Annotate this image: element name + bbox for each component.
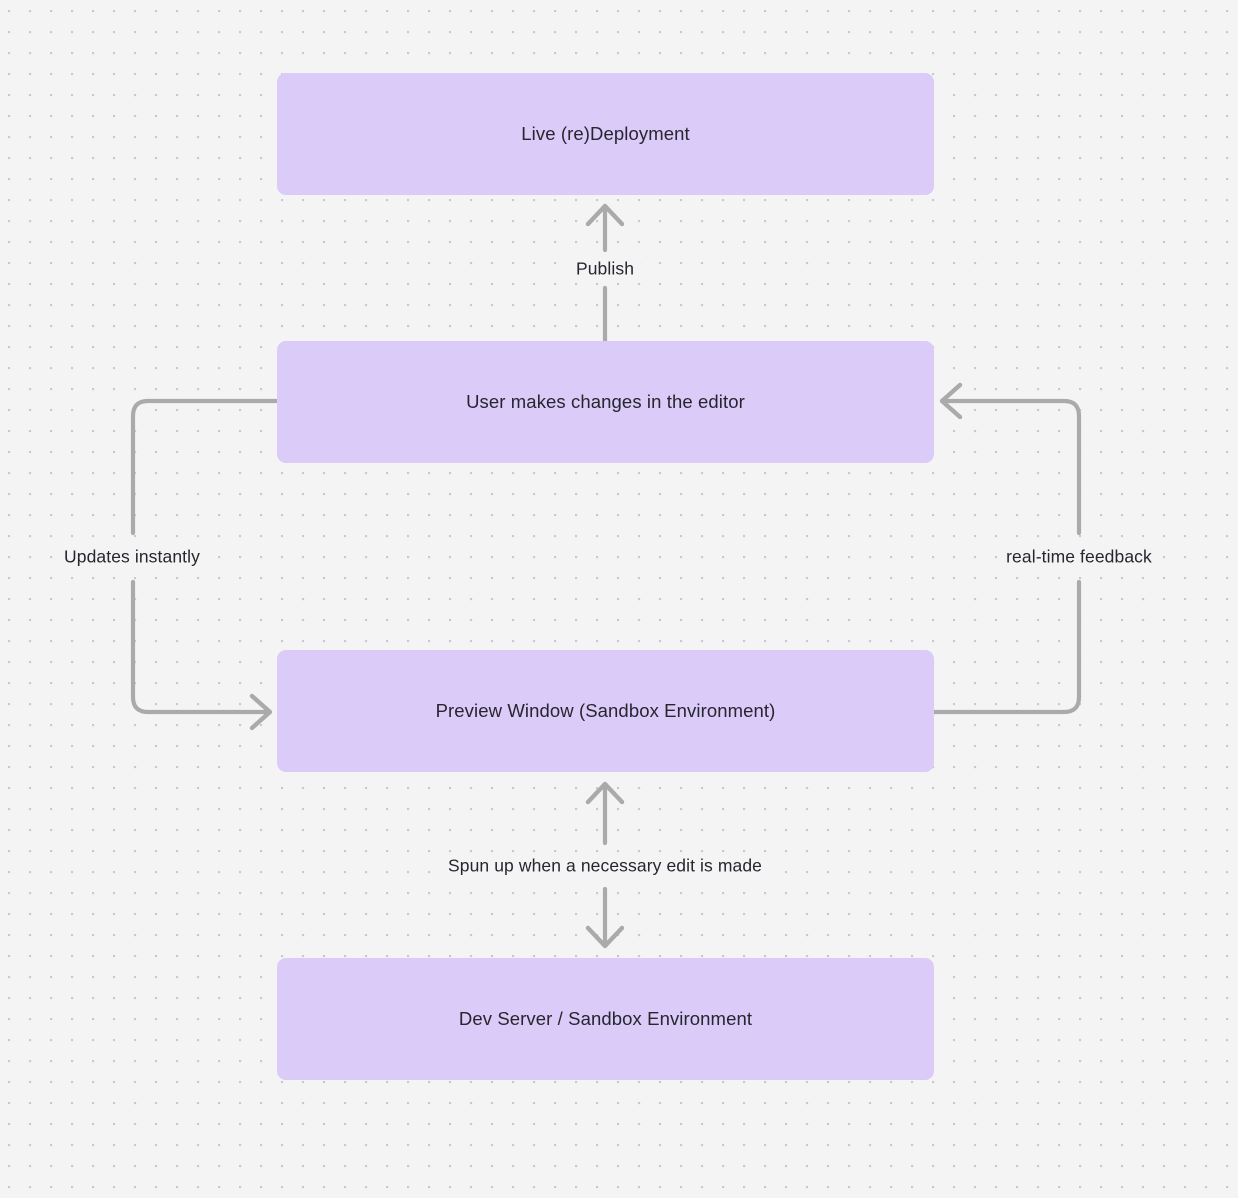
edge-label-spun-up: Spun up when a necessary edit is made — [441, 853, 769, 879]
arrowhead-up-icon — [585, 781, 625, 805]
node-live-deployment[interactable]: Live (re)Deployment — [277, 73, 934, 195]
edge-label-real-time-feedback: real-time feedback — [1000, 544, 1158, 570]
arrowhead-right-icon — [249, 693, 273, 731]
node-preview-window[interactable]: Preview Window (Sandbox Environment) — [277, 650, 934, 772]
edge-label-updates-instantly: Updates instantly — [58, 544, 206, 570]
node-dev-server[interactable]: Dev Server / Sandbox Environment — [277, 958, 934, 1080]
arrowhead-left-icon — [939, 382, 963, 420]
edge-label-publish: Publish — [569, 256, 641, 282]
node-label: User makes changes in the editor — [466, 390, 745, 412]
node-user-edits[interactable]: User makes changes in the editor — [277, 341, 934, 463]
node-label: Dev Server / Sandbox Environment — [458, 1007, 753, 1029]
arrowhead-up-icon — [585, 203, 625, 227]
node-label: Live (re)Deployment — [521, 122, 690, 144]
node-label: Preview Window (Sandbox Environment) — [435, 699, 776, 721]
arrowhead-down-icon — [585, 925, 625, 949]
